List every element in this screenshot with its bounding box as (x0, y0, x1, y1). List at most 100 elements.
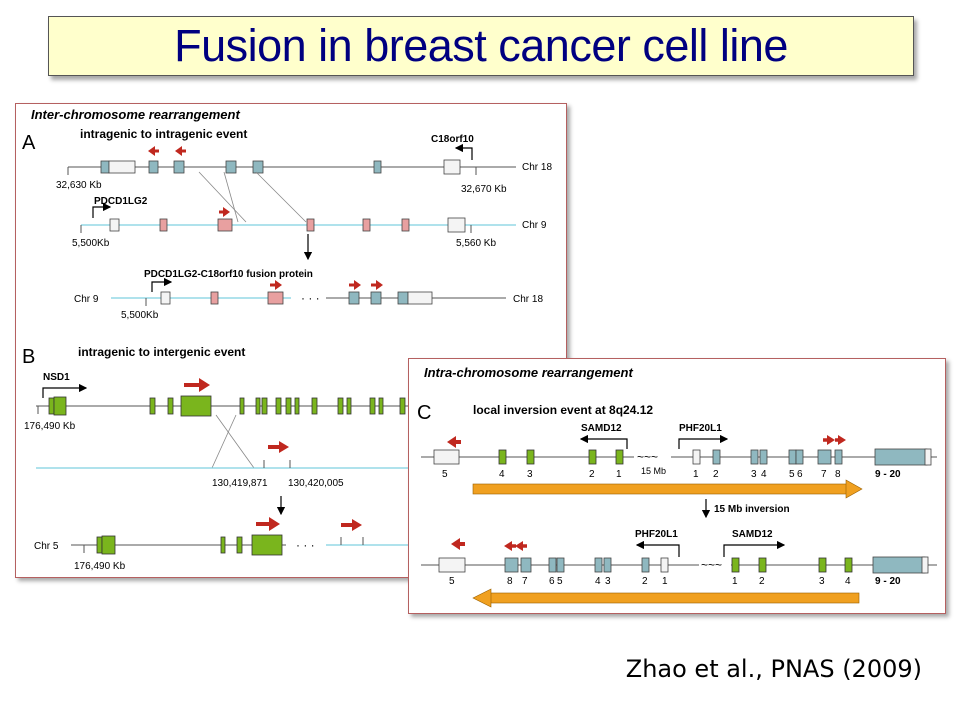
exon-number: 9 - 20 (875, 576, 901, 587)
red-arrow-icon (447, 436, 461, 448)
exon-number: 7 (522, 576, 528, 587)
breakpoint-line (223, 171, 239, 223)
gene-samd12-label-top: SAMD12 (581, 423, 622, 434)
exon-number: 8 (835, 469, 841, 480)
chr18-start-coord: 32,630 Kb (56, 180, 102, 191)
chr9-start-coord: 5,500Kb (72, 238, 110, 249)
red-arrow-icon (349, 280, 361, 290)
fusion-chr18-label: Chr 18 (513, 294, 543, 305)
panel-c-letter: C (417, 402, 431, 424)
gap-label-top: 15 Mb (641, 466, 666, 476)
red-arrow-icon (371, 280, 383, 290)
gap-symbol-top: ~~~ (637, 450, 658, 464)
gene-samd12-label-bottom: SAMD12 (732, 529, 773, 540)
exon-number: 3 (751, 469, 757, 480)
chr18-track (67, 159, 516, 175)
exon-number: 9 - 20 (875, 469, 901, 480)
coord-130419871: 130,419,871 (212, 478, 268, 489)
fusion-promoter-arrow-icon (151, 277, 173, 292)
fusion-chr9-label: Chr 9 (74, 294, 99, 305)
exon-number: 5 (789, 469, 795, 480)
slide-title-box: Fusion in breast cancer cell line (48, 16, 914, 76)
gene-c18orf10-label: C18orf10 (431, 134, 474, 145)
exon-number: 6 (797, 469, 803, 480)
red-arrow-icon (823, 435, 835, 445)
panel-c-subtitle: local inversion event at 8q24.12 (473, 403, 653, 417)
exon-number: 4 (499, 469, 505, 480)
citation: Zhao et al., PNAS (2009) (625, 655, 922, 683)
red-arrow-icon (504, 541, 516, 551)
exon-number: 4 (595, 576, 601, 587)
exon-number: 1 (616, 469, 622, 480)
red-arrow-icon (270, 280, 282, 290)
chr8-inverted-track (421, 556, 937, 574)
figure-panel-c: Intra-chromosome rearrangement C local i… (408, 358, 946, 614)
exon-number: 2 (713, 469, 719, 480)
fusion-start-coord: 5,500Kb (121, 310, 159, 321)
fusion-ellipsis: · · · (301, 291, 320, 305)
gene-pdcd1lg2-label: PDCD1LG2 (94, 196, 148, 207)
chr9-end-coord: 5,560 Kb (456, 238, 496, 249)
exon-number: 5 (442, 469, 448, 480)
red-arrow-icon (451, 538, 465, 550)
slide-title: Fusion in breast cancer cell line (174, 20, 788, 71)
panel-b-letter: B (22, 346, 35, 368)
fusion-protein-label: PDCD1LG2-C18orf10 fusion protein (144, 269, 313, 280)
red-arrow-icon (175, 146, 186, 156)
exon-number: 2 (759, 576, 765, 587)
exon-number: 6 (549, 576, 555, 587)
red-arrow-icon (148, 146, 159, 156)
exon-number: 1 (732, 576, 738, 587)
inversion-span-arrow-icon (472, 479, 863, 499)
exon-number: 5 (449, 576, 455, 587)
exon-number: 3 (819, 576, 825, 587)
red-arrow-icon (268, 441, 289, 453)
breakpoint-line (211, 414, 237, 469)
red-arrow-icon (184, 378, 210, 392)
breakpoint-line (215, 414, 255, 469)
chr9-label: Chr 9 (522, 220, 547, 231)
fusion-chr9-chr18-track (111, 291, 506, 306)
exon-number: 3 (527, 469, 533, 480)
exon-number: 5 (557, 576, 563, 587)
red-arrow-icon (515, 541, 527, 551)
chr18-end-coord: 32,670 Kb (461, 184, 507, 195)
chr9-track (80, 217, 516, 233)
chr5-ellipsis: · · · (296, 538, 315, 552)
exon-number: 7 (821, 469, 827, 480)
gene-phf20l1-label-top: PHF20L1 (679, 423, 722, 434)
gene-nsd1-label: NSD1 (43, 372, 70, 383)
pdcd1lg2-promoter-arrow-icon (92, 202, 112, 218)
red-arrow-icon (835, 435, 846, 445)
panel-a-heading: Inter-chromosome rearrangement (31, 107, 240, 122)
exon-number: 8 (507, 576, 513, 587)
chr5-label: Chr 5 (34, 541, 59, 552)
c18orf10-promoter-arrow-icon (454, 143, 473, 160)
exon-number: 1 (693, 469, 699, 480)
panel-c-heading: Intra-chromosome rearrangement (424, 365, 633, 380)
exon-number: 3 (605, 576, 611, 587)
chr8-original-track (421, 448, 937, 466)
bottom-exon-labels: 5 8 7 6 5 4 3 2 1 1 2 3 4 9 - 20 (449, 576, 901, 587)
exon-number: 1 (662, 576, 668, 587)
panel-a-subtitle: intragenic to intragenic event (80, 127, 247, 141)
phf20l1-promoter-arrow-icon (678, 434, 729, 449)
samd12-promoter-arrow-icon (579, 434, 628, 449)
nsd1-start-coord: 176,490 Kb (24, 421, 76, 432)
red-arrow-icon (219, 207, 230, 217)
gene-phf20l1-label-bottom: PHF20L1 (635, 529, 678, 540)
top-exon-labels: 5 4 3 2 1 1 2 3 4 5 6 7 8 9 - 20 (442, 469, 901, 480)
inverted-span-arrow-icon (472, 588, 860, 608)
coord-130420005: 130,420,005 (288, 478, 344, 489)
exon-number: 2 (642, 576, 648, 587)
phf20l1-inverted-promoter-arrow-icon (635, 540, 680, 557)
panel-a-letter: A (22, 132, 36, 154)
nsd1-promoter-arrow-icon (42, 383, 88, 398)
exon-number: 2 (589, 469, 595, 480)
exon-number: 4 (761, 469, 767, 480)
breakpoint-line (198, 171, 247, 223)
samd12-inverted-promoter-arrow-icon (723, 540, 786, 557)
breakpoint-line (255, 171, 307, 223)
chr5-start-coord: 176,490 Kb (74, 561, 126, 572)
inversion-label: 15 Mb inversion (714, 504, 790, 515)
